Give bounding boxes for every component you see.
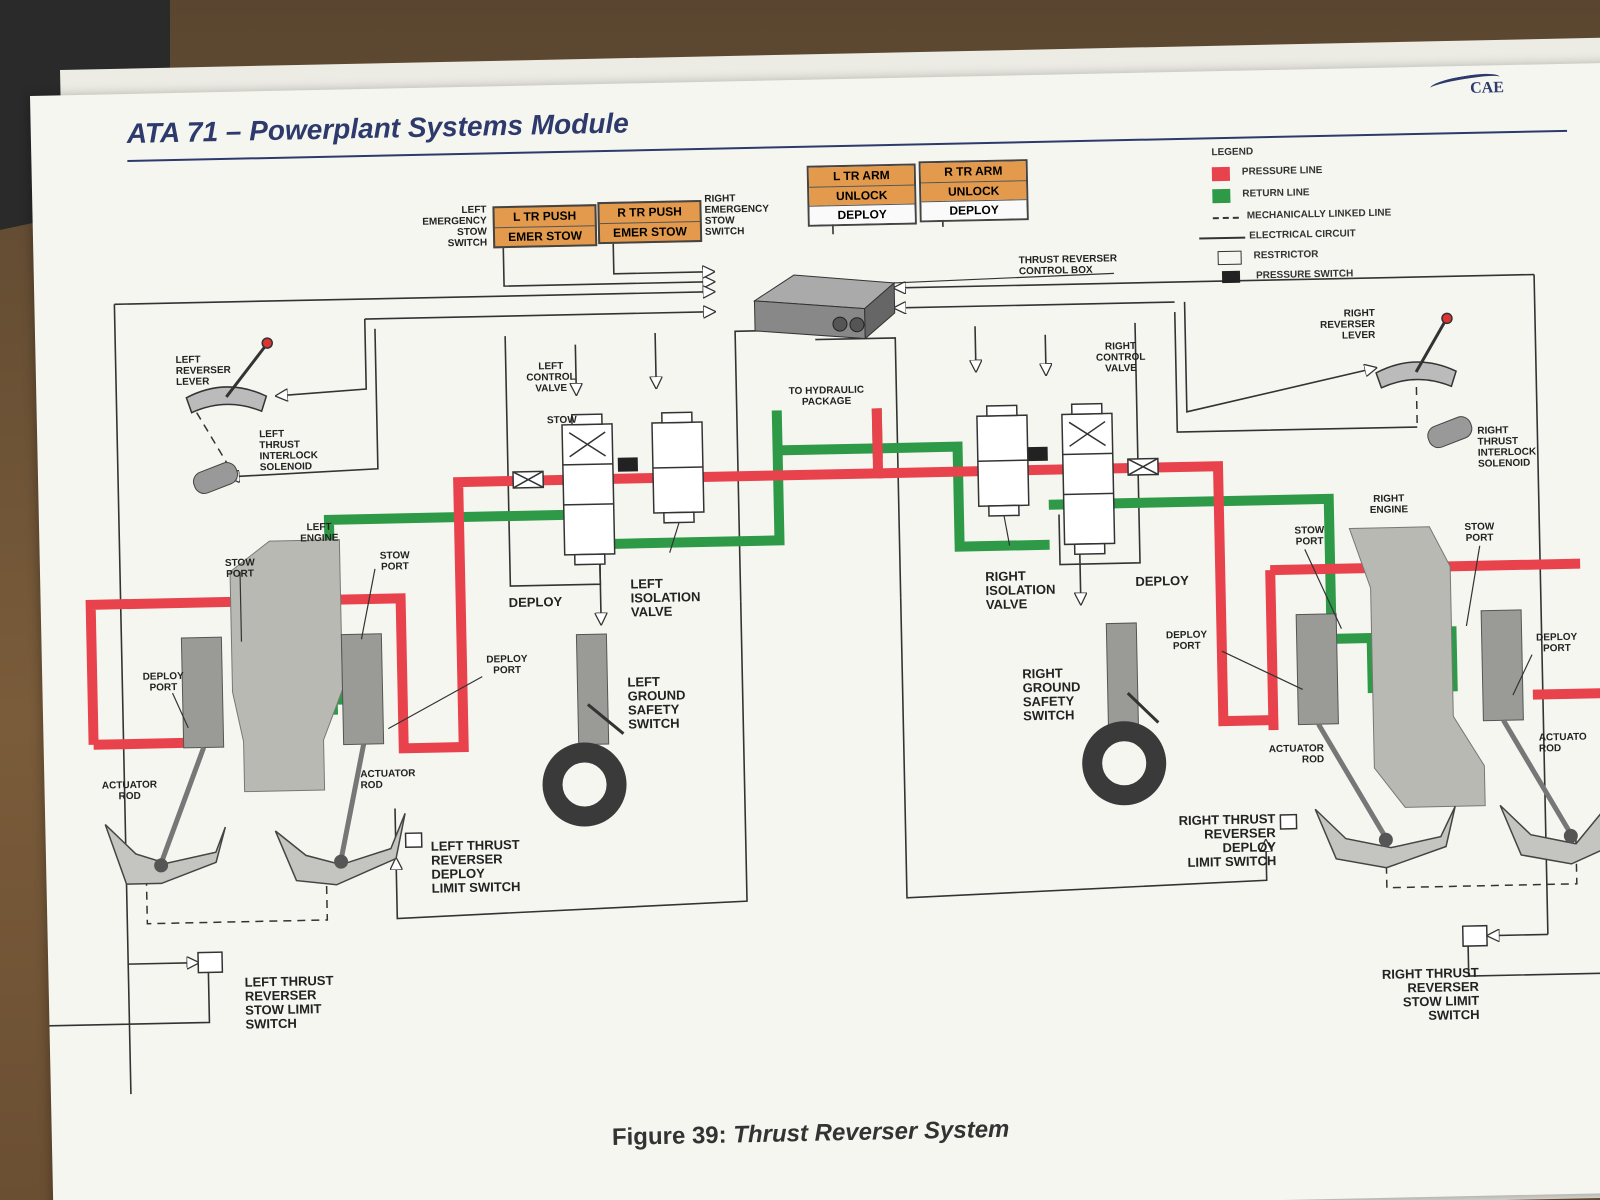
switch-line: R TR ARM — [920, 161, 1026, 183]
reverser-arm-icon — [104, 804, 1600, 886]
right-tr-arm-switch: R TR ARM UNLOCK DEPLOY — [918, 159, 1029, 223]
label-actuator-rod: ACTUATO ROD — [1538, 731, 1587, 755]
label-left-deploy-limit-switch: LEFT THRUST REVERSER DEPLOY LIMIT SWITCH — [430, 836, 521, 896]
label-right-deploy-limit-switch: RIGHT THRUST REVERSER DEPLOY LIMIT SWITC… — [1178, 811, 1277, 870]
landing-gear-icon — [542, 622, 1167, 827]
label-right-interlock-solenoid: RIGHT THRUST INTERLOCK SOLENOID — [1477, 425, 1537, 470]
label-right-control-valve: RIGHT CONTROL VALVE — [1095, 340, 1146, 375]
label-right-engine: RIGHT ENGINE — [1369, 493, 1409, 517]
switch-line: DEPLOY — [921, 199, 1027, 221]
label-left-control-valve: LEFT CONTROL VALVE — [526, 360, 576, 395]
label-right-isolation-valve: RIGHT ISOLATION VALVE — [985, 568, 1056, 613]
control-box-icon — [752, 274, 896, 340]
label-left-emergency-stow-switch: LEFT EMERGENCY STOW SWITCH — [422, 204, 488, 250]
label-stow-port: STOW PORT — [1294, 524, 1325, 548]
leader-lines — [171, 272, 1533, 730]
left-tr-push-switch: L TR PUSH EMER STOW — [492, 204, 598, 249]
switch-line: R TR PUSH — [617, 204, 683, 220]
restrictor-icon — [512, 457, 1159, 489]
reverser-lever-icon — [185, 312, 1457, 414]
label-left-reverser-lever: LEFT REVERSER LEVER — [175, 354, 231, 389]
legend-label: RETURN LINE — [1242, 187, 1310, 200]
legend-label: PRESSURE LINE — [1241, 164, 1323, 178]
legend-title: LEGEND — [1211, 146, 1254, 159]
label-actuator-rod: ACTUATOR ROD — [1268, 743, 1325, 766]
label-stow-port: STOW PORT — [379, 550, 410, 573]
label-control-box: THRUST REVERSER CONTROL BOX — [1018, 253, 1118, 278]
label-right-stow-limit-switch: RIGHT THRUST REVERSER STOW LIMIT SWITCH — [1381, 964, 1480, 1023]
switch-line: UNLOCK — [921, 180, 1027, 202]
legend-swatch-return — [1212, 188, 1231, 204]
actuator-icon — [180, 609, 1524, 749]
label-deploy-port: DEPLOY PORT — [1165, 629, 1208, 653]
figure-title: Thrust Reverser System — [733, 1115, 1010, 1149]
engine-icon — [229, 526, 1486, 808]
label-to-hydraulic-package: TO HYDRAULIC PACKAGE — [788, 384, 865, 408]
label-right-deploy: DEPLOY — [1135, 572, 1190, 589]
thrust-reverser-diagram — [49, 63, 1600, 1095]
figure-caption: Figure 39: Thrust Reverser System — [612, 1116, 1010, 1152]
label-right-emergency-stow-switch: RIGHT EMERGENCY STOW SWITCH — [704, 193, 770, 238]
limit-switch-icon — [197, 813, 1488, 974]
left-tr-arm-switch: L TR ARM UNLOCK DEPLOY — [806, 163, 917, 227]
legend-label: RESTRICTOR — [1253, 249, 1319, 262]
valve-bodies — [561, 402, 1116, 566]
label-left-interlock-solenoid: LEFT THRUST INTERLOCK SOLENOID — [259, 428, 319, 474]
label-stow: STOW — [546, 414, 577, 427]
label-actuator-rod: ACTUATOR ROD — [360, 768, 416, 792]
label-left-engine: LEFT ENGINE — [300, 521, 339, 545]
label-stow-port: STOW PORT — [224, 557, 255, 580]
switch-line: UNLOCK — [809, 184, 915, 206]
legend-swatch-pressure-switch-icon — [1221, 270, 1241, 284]
label-actuator-rod: ACTUATOR ROD — [101, 779, 158, 803]
switch-line: L TR ARM — [808, 165, 915, 187]
switch-line: EMER STOW — [494, 225, 596, 247]
legend-swatch-pressure — [1211, 166, 1231, 182]
switch-line: EMER STOW — [599, 221, 701, 243]
label-left-ground-safety-switch: LEFT GROUND SAFETY SWITCH — [627, 673, 686, 732]
label-right-reverser-lever: RIGHT REVERSER LEVER — [1319, 307, 1376, 342]
figure-number: Figure 39: — [611, 1121, 727, 1152]
switch-line: L TR PUSH — [512, 208, 577, 224]
mechanical-links — [145, 387, 1578, 925]
electrical-circuits — [49, 183, 1600, 1095]
label-left-isolation-valve: LEFT ISOLATION VALVE — [630, 575, 701, 620]
legend-swatch-restrictor-icon — [1217, 250, 1242, 266]
actuator-rod-lines — [158, 719, 1573, 865]
label-stow-port: STOW PORT — [1464, 521, 1495, 545]
label-left-deploy: DEPLOY — [508, 593, 563, 611]
pressure-switch-icon — [617, 446, 1048, 472]
switch-line: DEPLOY — [809, 203, 915, 225]
right-tr-push-switch: R TR PUSH EMER STOW — [597, 199, 703, 245]
label-deploy-port: DEPLOY PORT — [1536, 631, 1578, 655]
legend-label: PRESSURE SWITCH — [1255, 268, 1354, 282]
legend-label: ELECTRICAL CIRCUIT — [1249, 228, 1356, 242]
manual-page: ATA 71 – Powerplant Systems Module CAE — [30, 62, 1600, 1200]
label-deploy-port: DEPLOY PORT — [142, 670, 184, 694]
label-deploy-port: DEPLOY PORT — [486, 653, 528, 677]
solenoid-icon — [192, 416, 1473, 494]
label-right-ground-safety-switch: RIGHT GROUND SAFETY SWITCH — [1022, 665, 1081, 724]
pivot-icon — [154, 828, 1578, 873]
label-left-stow-limit-switch: LEFT THRUST REVERSER STOW LIMIT SWITCH — [244, 972, 334, 1032]
